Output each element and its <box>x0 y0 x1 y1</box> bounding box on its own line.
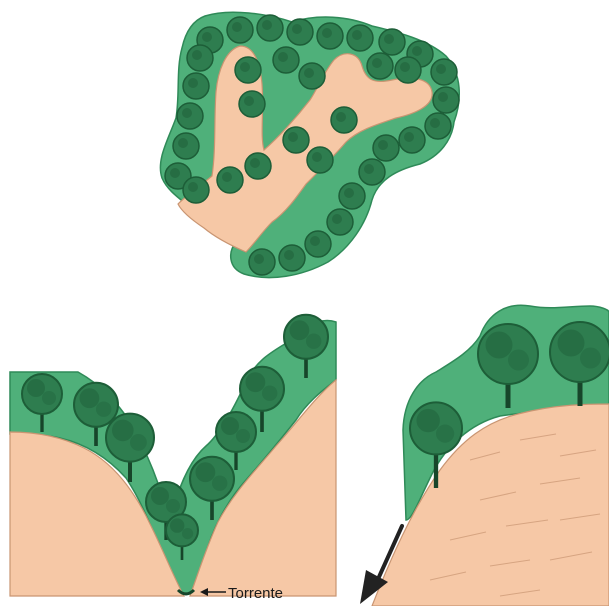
tree-icon <box>227 17 253 43</box>
tree-icon <box>327 209 353 235</box>
tree-icon <box>431 59 457 85</box>
valley-section-panel: Torrente <box>10 315 336 602</box>
tree-icon <box>339 183 365 209</box>
tree-icon <box>287 19 313 45</box>
hillslope-section-panel <box>360 305 609 606</box>
tree-icon <box>257 15 283 41</box>
tree-icon <box>249 249 275 275</box>
tree-icon <box>183 73 209 99</box>
tree-icon <box>239 91 265 117</box>
tree-icon <box>283 127 309 153</box>
tree-icon <box>183 177 209 203</box>
tree-icon <box>307 147 333 173</box>
tree-icon <box>299 63 325 89</box>
stream-label: Torrente <box>228 585 283 602</box>
tree-icon <box>399 127 425 153</box>
tree-icon <box>433 87 459 113</box>
tree-icon <box>317 23 343 49</box>
tree-icon <box>359 159 385 185</box>
tree-icon <box>177 103 203 129</box>
tree-icon <box>367 53 393 79</box>
plan-view-panel <box>160 12 459 277</box>
tree-icon <box>373 135 399 161</box>
tree-icon <box>245 153 271 179</box>
tree-icon <box>187 45 213 71</box>
tree-icon <box>425 113 451 139</box>
tree-icon <box>279 245 305 271</box>
tree-icon <box>395 57 421 83</box>
tree-icon <box>347 25 373 51</box>
tree-icon <box>305 231 331 257</box>
tree-icon <box>217 167 243 193</box>
tree-icon <box>173 133 199 159</box>
tree-icon <box>379 29 405 55</box>
tree-icon <box>235 57 261 83</box>
tree-icon <box>331 107 357 133</box>
tree-icon <box>273 47 299 73</box>
